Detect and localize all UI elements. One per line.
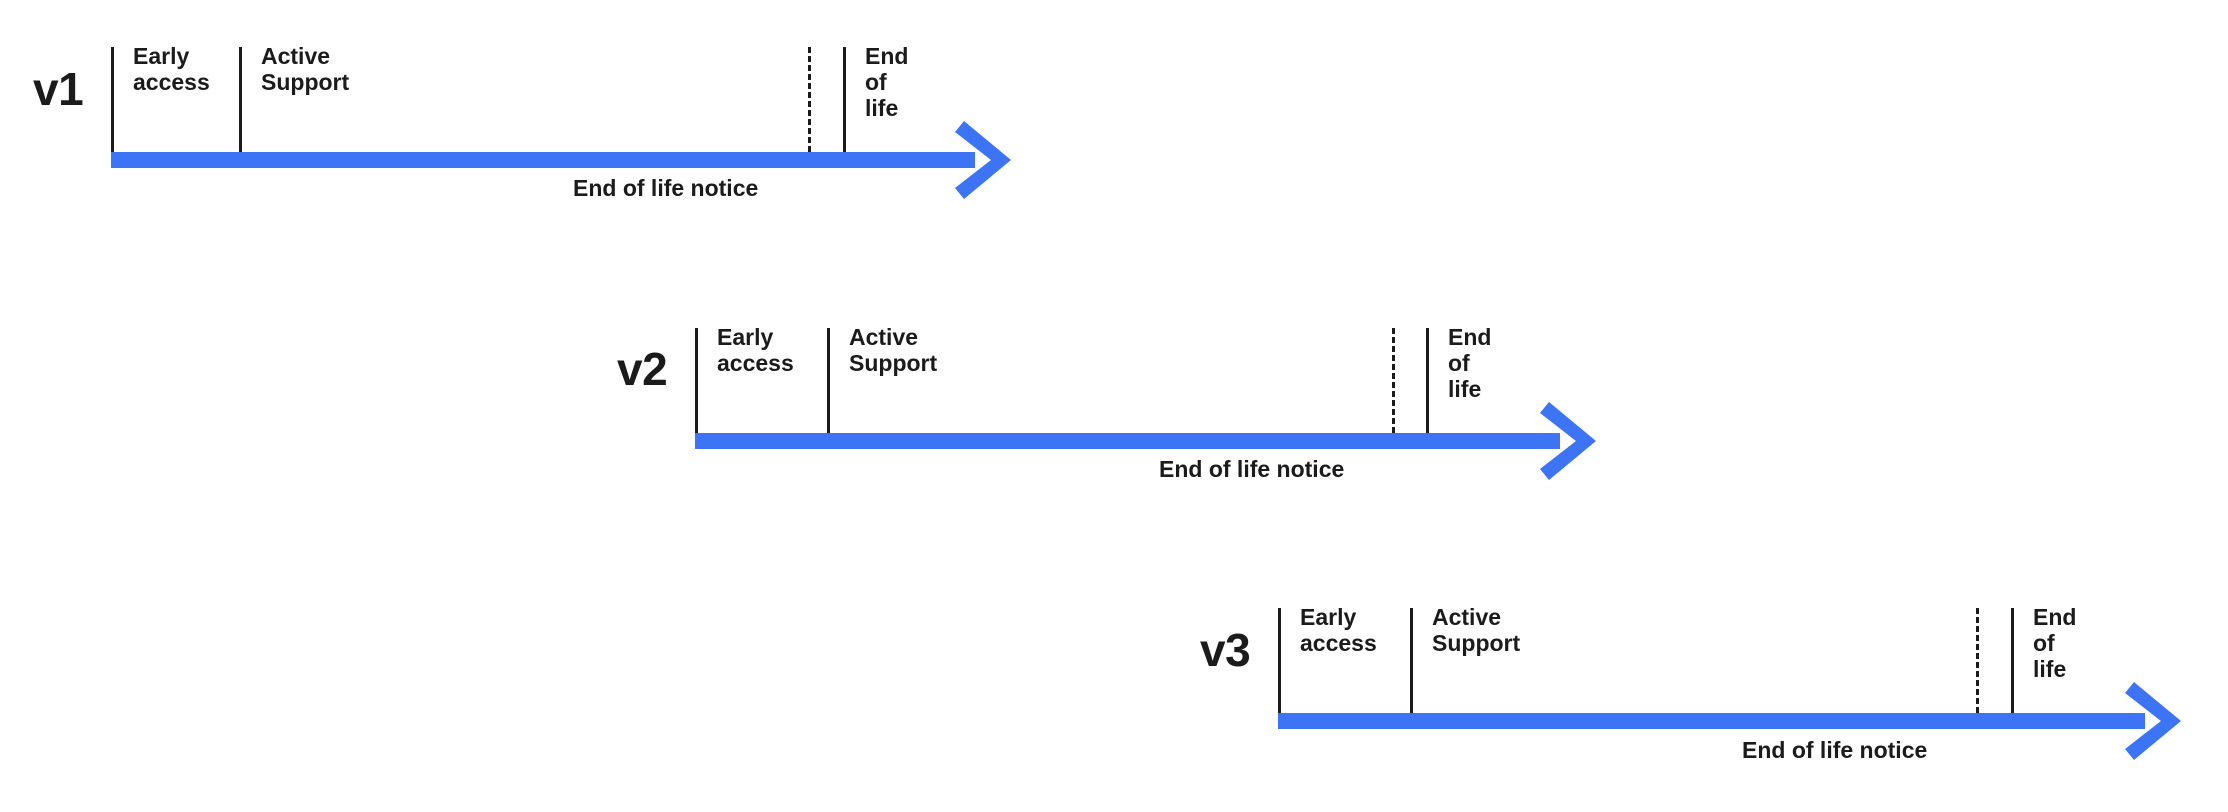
phase-divider-solid — [239, 47, 242, 152]
end-of-life-notice-label: End of life notice — [1742, 737, 1928, 763]
arrow-head-icon — [1540, 402, 1596, 480]
phase-label: Active Support — [261, 43, 350, 95]
end-of-life-notice-label: End of life notice — [573, 175, 759, 201]
phase-divider-solid — [1426, 328, 1429, 433]
phase-divider-solid — [111, 47, 114, 152]
arrow-head-icon — [955, 121, 1011, 199]
phase-label: Early access — [717, 324, 794, 376]
phase-divider-dashed — [1976, 608, 1979, 713]
phase-divider-solid — [843, 47, 846, 152]
phase-divider-solid — [827, 328, 830, 433]
phase-divider-solid — [695, 328, 698, 433]
phase-label: End of life — [2033, 604, 2077, 682]
version-label-v2: v2 — [617, 343, 668, 395]
phase-divider-dashed — [1392, 328, 1395, 433]
version-label-v1: v1 — [33, 63, 84, 115]
phase-label: Early access — [1300, 604, 1377, 656]
phase-divider-solid — [1410, 608, 1413, 713]
timeline-bar — [1278, 713, 2145, 729]
end-of-life-notice-label: End of life notice — [1159, 456, 1345, 482]
timeline-bar — [111, 152, 975, 168]
timeline-bar — [695, 433, 1560, 449]
arrow-head-icon — [2125, 682, 2181, 760]
phase-divider-dashed — [808, 47, 811, 152]
phase-label: Active Support — [1432, 604, 1521, 656]
phase-label: Early access — [133, 43, 210, 95]
phase-label: End of life — [1448, 324, 1492, 402]
phase-divider-solid — [2011, 608, 2014, 713]
phase-divider-solid — [1278, 608, 1281, 713]
phase-label: Active Support — [849, 324, 938, 376]
version-label-v3: v3 — [1200, 624, 1251, 676]
phase-label: End of life — [865, 43, 909, 121]
